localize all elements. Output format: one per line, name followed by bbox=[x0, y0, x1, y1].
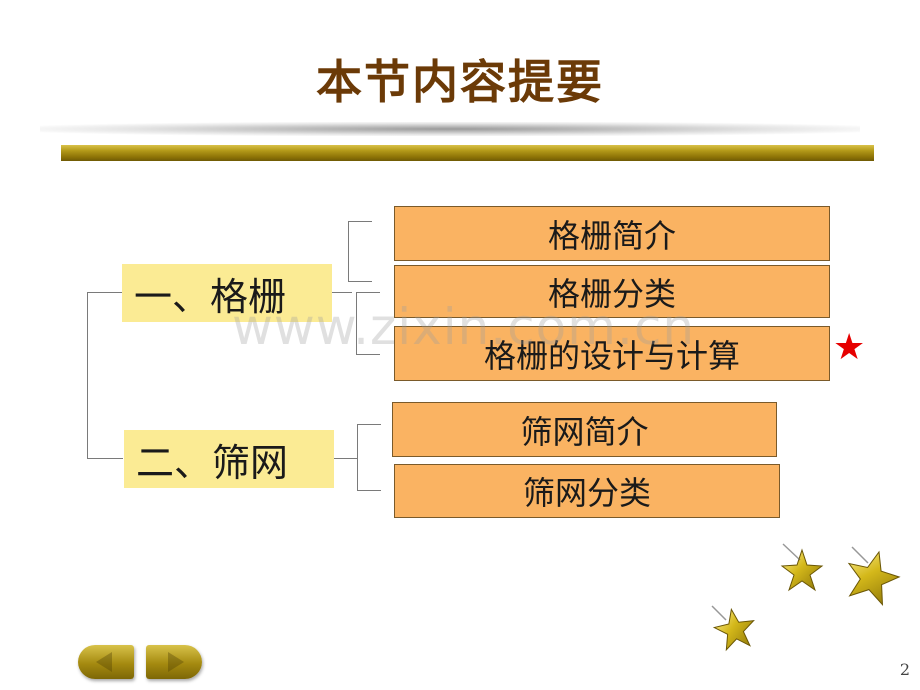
prev-slide-button[interactable] bbox=[78, 645, 134, 679]
item-screen-types[interactable]: 筛网分类 bbox=[394, 464, 780, 518]
section2-stub bbox=[334, 458, 358, 459]
next-arrow-icon bbox=[168, 652, 184, 672]
outer-bracket-top bbox=[87, 292, 123, 293]
section2-bracket-top bbox=[357, 424, 381, 425]
outer-bracket-vertical bbox=[87, 292, 88, 459]
slide-title: 本节内容提要 bbox=[316, 55, 604, 109]
watermark-text: www.zixin.com.cn bbox=[232, 298, 696, 356]
gold-divider-bar bbox=[61, 145, 874, 161]
next-slide-button[interactable] bbox=[146, 645, 202, 679]
gold-star-icon bbox=[780, 548, 824, 592]
section1-lower-bracket-top bbox=[356, 292, 380, 293]
prev-arrow-icon bbox=[96, 652, 112, 672]
section1-lower-bracket-bot bbox=[356, 354, 380, 355]
section1-upper-bracket-bot bbox=[348, 281, 372, 282]
item-grating-types[interactable]: 格栅分类 bbox=[394, 265, 830, 318]
red-star-icon: ★ bbox=[833, 327, 866, 368]
gold-star-icon bbox=[847, 550, 901, 606]
section1-stub bbox=[330, 292, 352, 293]
outer-bracket-bottom bbox=[87, 458, 123, 459]
item-screen-intro[interactable]: 筛网简介 bbox=[392, 402, 777, 457]
section2-bracket-bot bbox=[357, 490, 381, 491]
section-grating-label[interactable]: 一、格栅 bbox=[122, 264, 332, 322]
section1-upper-bracket-v bbox=[348, 221, 349, 282]
item-grating-intro[interactable]: 格栅简介 bbox=[394, 206, 830, 261]
section2-bracket-v bbox=[357, 424, 358, 490]
item-grating-design[interactable]: 格栅的设计与计算 bbox=[394, 326, 830, 381]
section1-upper-bracket-top bbox=[348, 221, 372, 222]
section1-lower-bracket-v bbox=[356, 292, 357, 354]
section-screen-label[interactable]: 二、筛网 bbox=[124, 430, 334, 488]
page-number: 2 bbox=[899, 660, 910, 679]
gold-star-icon bbox=[712, 607, 755, 652]
title-shadow-divider bbox=[40, 122, 860, 136]
